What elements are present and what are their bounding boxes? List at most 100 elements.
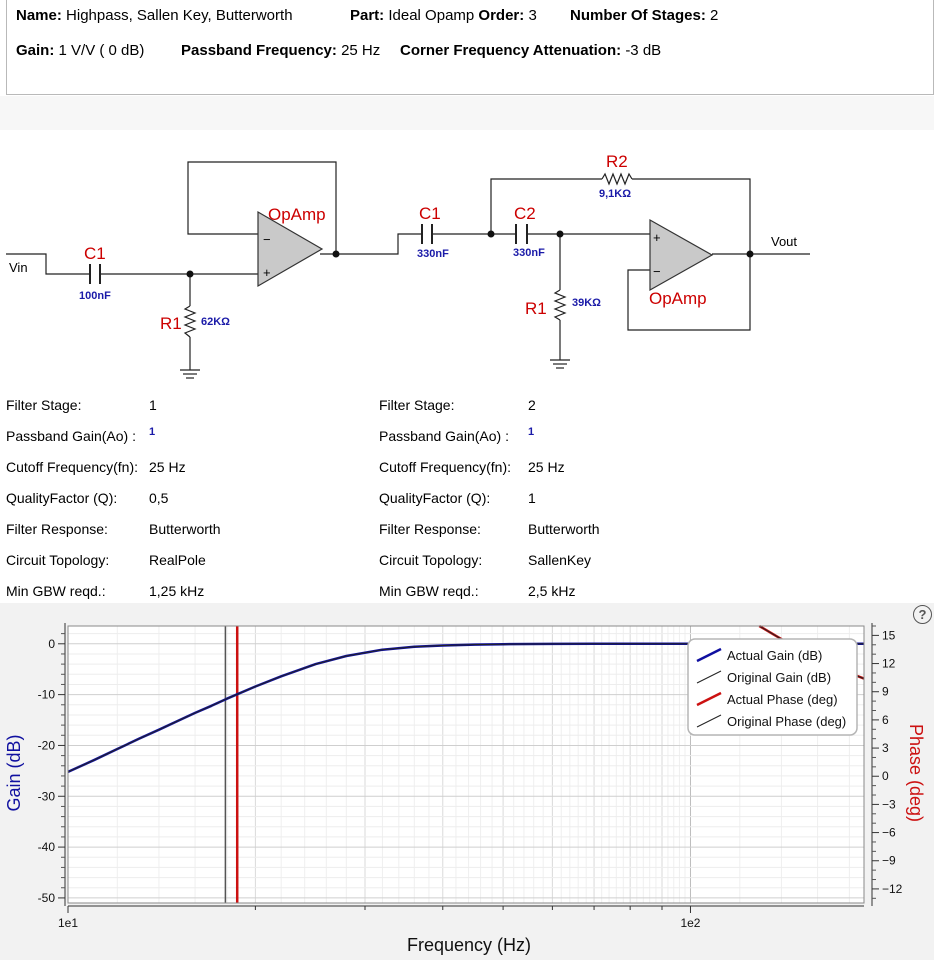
- passband-value: 25 Hz: [341, 42, 381, 59]
- s2-q-label: QualityFactor (Q):: [379, 490, 491, 506]
- attenuation-label: Corner Frequency Attenuation:: [400, 42, 622, 59]
- s2-r1-label: R1: [525, 299, 547, 318]
- s1-r1-value: 62KΩ: [201, 316, 230, 328]
- s2-cutoff-label: Cutoff Frequency(fn):: [379, 459, 512, 475]
- s1-plus-sign: +: [263, 265, 271, 280]
- gain-line: Gain: 1 V/V ( 0 dB): [16, 42, 144, 59]
- y-right-tick-label: −6: [882, 826, 896, 840]
- s1-r1-label: R1: [160, 314, 182, 333]
- y-right-tick-label: 0: [882, 769, 889, 783]
- stages-value: 2: [710, 7, 719, 24]
- s2-gain-value: 1: [528, 426, 535, 438]
- section-divider: [0, 96, 934, 130]
- stage1-opamp-symbol: [257, 210, 324, 288]
- y-right-tick-label: 12: [882, 657, 896, 671]
- legend-swatch: [696, 647, 722, 663]
- s1-cutoff-label: Cutoff Frequency(fn):: [6, 459, 139, 475]
- s2-gain-label: Passband Gain(Ao) :: [379, 428, 509, 444]
- s2-topology-value: SallenKey: [528, 552, 592, 568]
- part-line: Part: Ideal Opamp Order: 3: [350, 7, 537, 24]
- s2-opamp-label: OpAmp: [649, 289, 707, 308]
- s2-cutoff-value: 25 Hz: [528, 459, 565, 475]
- legend-label: Original Phase (deg): [727, 714, 846, 729]
- s1-c1-value: 100nF: [79, 290, 111, 302]
- s2-q-value: 1: [528, 490, 536, 506]
- y-right-tick-label: 6: [882, 713, 889, 727]
- y-right-tick-label: 9: [882, 685, 889, 699]
- s2-r1-value: 39KΩ: [572, 297, 601, 309]
- s1-gain-value: 1: [149, 426, 156, 438]
- stages-label: Number Of Stages:: [570, 7, 706, 24]
- help-icon[interactable]: ?: [913, 605, 932, 624]
- vin-wire: [6, 253, 90, 275]
- passband-label: Passband Frequency:: [181, 42, 337, 59]
- vin-label: Vin: [9, 260, 28, 275]
- circuit-schematic: − + + − Vin Vout C1 100nF R1 62KΩ OpAmp …: [6, 152, 810, 379]
- order-value: 3: [528, 7, 537, 24]
- s2-c1-value: 330nF: [417, 248, 449, 260]
- s2-response-label: Filter Response:: [379, 521, 481, 537]
- s2-c2-value: 330nF: [513, 247, 545, 259]
- chart-legend[interactable]: Actual Gain (dB) Original Gain (dB) Actual…: [687, 638, 858, 736]
- plot-frame: [67, 625, 865, 904]
- s1-minus-sign: −: [263, 232, 271, 247]
- s1-q-label: QualityFactor (Q):: [6, 490, 118, 506]
- s1-gain-label: Passband Gain(Ao) :: [6, 428, 136, 444]
- y-right-tick-label: −3: [882, 797, 896, 811]
- s2-c2-label: C2: [514, 204, 536, 223]
- stages-line: Number Of Stages: 2: [570, 7, 718, 24]
- s1-stage-label: Filter Stage:: [6, 397, 82, 413]
- s2-topology-label: Circuit Topology:: [379, 552, 483, 568]
- s1-stage-value: 1: [149, 397, 157, 413]
- stage2-feedback-wire: [627, 254, 751, 331]
- s2-r2-value: 9,1KΩ: [599, 188, 631, 200]
- order-label: Order:: [478, 7, 525, 24]
- s2-gbw-value: 2,5 kHz: [528, 583, 576, 599]
- x-tick-label: 1e2: [680, 916, 700, 930]
- y-left-tick-label: -40: [38, 840, 56, 854]
- legend-label: Original Gain (dB): [727, 670, 831, 685]
- filter-summary-panel: Name: Highpass, Sallen Key, Butterworth …: [6, 0, 934, 95]
- y-right-tick-label: −9: [882, 854, 896, 868]
- y-right-tick-label: 3: [882, 741, 889, 755]
- y-left-tick-label: -20: [38, 738, 56, 752]
- s1-response-label: Filter Response:: [6, 521, 108, 537]
- s1-opamp-label: OpAmp: [268, 205, 326, 224]
- s2-minus-sign: −: [653, 264, 661, 279]
- name-label: Name:: [16, 7, 62, 24]
- s2-plus-sign: +: [653, 230, 661, 245]
- legend-swatch: [696, 714, 722, 728]
- s2-stage-label: Filter Stage:: [379, 397, 455, 413]
- gain-label: Gain:: [16, 42, 55, 59]
- s1-q-value: 0,5: [149, 490, 169, 506]
- s1-gbw-label: Min GBW reqd.:: [6, 583, 106, 599]
- y-left-tick-label: -10: [38, 688, 56, 702]
- y-left-tick-label: 0: [48, 637, 55, 651]
- part-label: Part:: [350, 7, 385, 24]
- s2-response-value: Butterworth: [528, 521, 600, 537]
- series-original-gain-db: [67, 643, 864, 773]
- attenuation-value: -3 dB: [625, 42, 662, 59]
- y-left-tick-label: -30: [38, 789, 56, 803]
- s1-topology-label: Circuit Topology:: [6, 552, 110, 568]
- legend-swatch: [696, 670, 722, 684]
- s1-gbw-value: 1,25 kHz: [149, 583, 205, 599]
- stage2-opamp-symbol: [649, 218, 714, 292]
- s1-topology-value: RealPole: [149, 552, 206, 568]
- s1-c1-label: C1: [84, 244, 106, 263]
- legend-label: Actual Phase (deg): [727, 692, 838, 707]
- s1-response-value: Butterworth: [149, 521, 221, 537]
- s2-gbw-label: Min GBW reqd.:: [379, 583, 479, 599]
- s2-r2-label: R2: [606, 152, 628, 171]
- y-right-tick-label: −12: [882, 882, 903, 896]
- filter-name-line: Name: Highpass, Sallen Key, Butterworth: [16, 7, 293, 24]
- gain-value: 1 V/V ( 0 dB): [58, 42, 145, 59]
- cursor-lines[interactable]: [224, 626, 239, 903]
- s2-c1-label: C1: [419, 204, 441, 223]
- passband-line: Passband Frequency: 25 Hz: [181, 42, 380, 59]
- legend-label: Actual Gain (dB): [727, 648, 822, 663]
- y-right-tick-label: 15: [882, 628, 896, 642]
